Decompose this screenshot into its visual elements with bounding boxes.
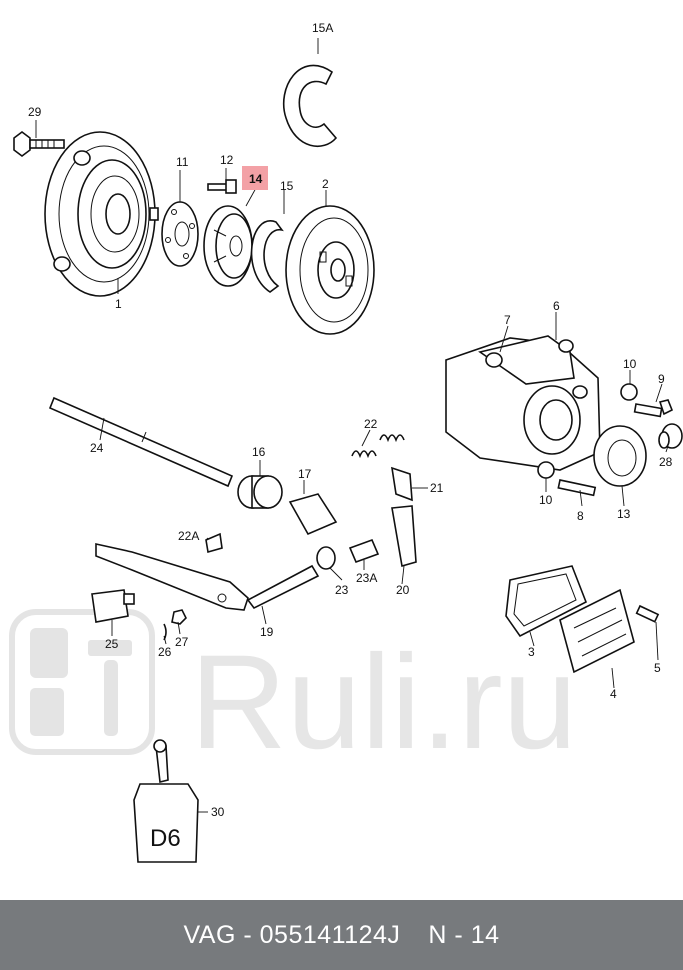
gearbox-housing-7: [445, 335, 601, 471]
washer-10-bottom: [537, 461, 555, 479]
callout-28: 28: [659, 455, 673, 469]
gasket-3: [505, 565, 588, 638]
watermark-logo-icon: [88, 640, 132, 656]
callout-5: 5: [654, 661, 661, 675]
springs-22: [351, 434, 405, 459]
exploded-parts-diagram: Ruli.ru: [9, 21, 683, 863]
callout-8: 8: [577, 509, 584, 523]
callout-21: 21: [430, 481, 444, 495]
callout-1: 1: [115, 297, 122, 311]
callout-labels: 15A 29 11 12 14 15 2 1 6 7 10 9 24 22 16…: [28, 21, 673, 819]
cover-4: [559, 588, 635, 674]
flywheel-14: [203, 205, 253, 287]
callout-24: 24: [90, 441, 104, 455]
screw-12: [207, 179, 237, 194]
circlip-15: [250, 220, 284, 293]
callout-3: 3: [528, 645, 535, 659]
shaft-24: [48, 396, 234, 488]
nut-27: [171, 609, 187, 625]
screw-5: [635, 604, 660, 623]
callout-12: 12: [220, 153, 234, 167]
callout-19: 19: [260, 625, 274, 639]
watermark: Ruli.ru: [9, 609, 577, 777]
footer-bar: VAG - 055141124J N - 14: [0, 900, 683, 970]
washer-10-top: [620, 383, 638, 401]
bottle-label: D6: [150, 825, 181, 852]
callout-11: 11: [176, 155, 189, 169]
footer-page: N - 14: [428, 920, 500, 949]
callout-15: 15: [280, 179, 294, 193]
circlip-15a: [282, 64, 338, 147]
callout-6: 6: [553, 299, 560, 313]
callout-highlight: [242, 166, 268, 190]
lever-20: [391, 505, 417, 568]
switch-25: [91, 589, 135, 623]
callout-14: 14: [249, 172, 263, 186]
callout-9: 9: [658, 372, 665, 386]
watermark-logo-icon: [30, 628, 68, 678]
callout-16: 16: [252, 445, 266, 459]
watermark-logo-icon: [9, 609, 155, 755]
callout-2: 2: [322, 177, 329, 191]
leader-lines: [35, 38, 669, 813]
callout-22: 22: [364, 417, 378, 431]
callout-7: 7: [504, 313, 511, 327]
clutch-disc-2: [285, 205, 375, 335]
shim-11: [161, 201, 199, 267]
callout-26: 26: [158, 645, 172, 659]
clip-22a: [205, 532, 223, 554]
watermark-text: Ruli.ru: [190, 628, 577, 777]
callout-30: 30: [211, 805, 225, 819]
bolt-8: [557, 479, 597, 497]
callout-23: 23: [335, 583, 349, 597]
bushing-23: [316, 546, 336, 570]
plug-28: [658, 423, 683, 449]
callout-10-bottom: 10: [539, 493, 553, 507]
callout-15a: 15A: [312, 21, 333, 35]
bushing-16: [237, 475, 283, 509]
pressure-plate-1: [44, 131, 159, 297]
callout-25: 25: [105, 637, 119, 651]
clip-21: [391, 466, 413, 502]
bolt-9: [633, 399, 674, 418]
callout-13: 13: [617, 507, 631, 521]
callout-17: 17: [298, 467, 312, 481]
callout-4: 4: [610, 687, 617, 701]
watermark-logo-icon: [30, 688, 64, 736]
callout-22a: 22A: [178, 529, 199, 543]
lubricant-bottle-30: D6: [133, 739, 199, 863]
bushing-23a: [348, 538, 380, 564]
callout-20: 20: [396, 583, 410, 597]
callout-27: 27: [175, 635, 189, 649]
footer-part-code: VAG - 055141124J: [183, 920, 401, 949]
bolt-29: [13, 131, 65, 157]
bushing-17: [288, 493, 338, 536]
callout-29: 29: [28, 105, 42, 119]
cover-13: [593, 425, 647, 487]
release-lever-19: [95, 543, 320, 611]
callout-10-top: 10: [623, 357, 637, 371]
watermark-logo-icon: [104, 660, 118, 736]
callout-23a: 23A: [356, 571, 377, 585]
